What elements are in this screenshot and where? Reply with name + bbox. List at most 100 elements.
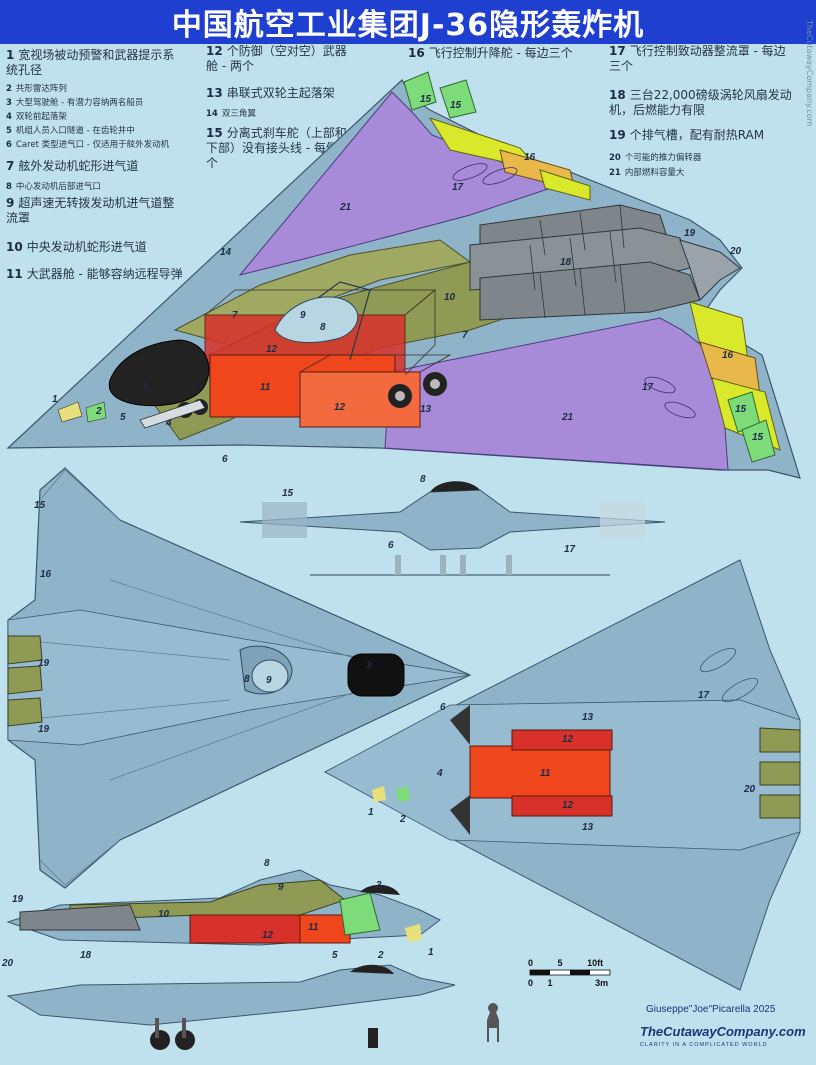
legend-text: 超声速无转拨发动机进气道整流罩 [6, 196, 175, 225]
legend-number: 13 [206, 86, 223, 100]
callout-14: 14 [220, 247, 232, 258]
callout-12: 12 [562, 800, 574, 811]
callout-3: 3 [142, 380, 148, 391]
callout-10: 10 [158, 909, 170, 920]
legend-number: 16 [408, 46, 425, 60]
callout-21: 21 [561, 412, 574, 423]
airframe-side-lower [6, 964, 456, 1026]
callout-9: 9 [266, 675, 272, 686]
legend-number: 5 [6, 126, 12, 136]
callout-15: 15 [282, 488, 294, 499]
bay-side [189, 914, 301, 944]
callout-21: 21 [339, 202, 352, 213]
callout-11: 11 [260, 382, 271, 393]
callout-1: 1 [52, 394, 58, 405]
legend-text: 个防御（空对空）武器舱 - 两个 [206, 44, 347, 73]
legend-text: 大型驾驶舱 - 有潜力容纳两名船员 [15, 98, 144, 108]
callout-6: 6 [388, 540, 394, 551]
engine-side [19, 904, 141, 931]
callout-4: 4 [436, 768, 443, 779]
legend-number: 3 [6, 98, 12, 108]
scale-tick-bottom-0: 0 [528, 978, 534, 988]
callout-19: 19 [38, 658, 50, 669]
side-view-lower [6, 964, 499, 1050]
legend-text: 双轮前起落架 [15, 112, 67, 122]
callout-6: 6 [440, 702, 446, 713]
callout-4: 4 [165, 418, 172, 429]
callout-8: 8 [244, 674, 250, 685]
brand-logo: TheCutawayCompany.com [640, 1024, 806, 1039]
artist-credit: Giuseppe"Joe"Picarella 2025 [646, 1004, 776, 1015]
callout-15: 15 [450, 100, 462, 111]
legend-text: 飞行控制致动器整流罩 - 每边三个 [609, 44, 786, 73]
callout-2: 2 [95, 406, 102, 417]
callout-1: 1 [428, 947, 434, 958]
callout-20: 20 [729, 246, 742, 257]
callout-17: 17 [642, 382, 654, 393]
side-bay-bottom-a [511, 729, 613, 751]
callout-8: 8 [320, 322, 326, 333]
human-scale-figure [487, 1012, 499, 1042]
callout-16: 16 [722, 350, 734, 361]
callout-6: 6 [222, 454, 228, 465]
legend-number: 19 [609, 128, 626, 142]
cockpit-canopy [108, 339, 210, 407]
legend-text: 个可能的推力偏转器 [624, 153, 702, 163]
main-bay-bottom [469, 745, 611, 799]
legend-text: 共形雷达阵列 [15, 84, 67, 94]
brand-tagline: CLARITY IN A COMPLICATED WORLD [640, 1042, 768, 1048]
callout-7: 7 [232, 310, 238, 321]
legend-number: 7 [6, 159, 15, 173]
rudder-lower-b [741, 419, 776, 463]
callout-18: 18 [560, 257, 572, 268]
legend-text: 中央发动机蛇形进气道 [26, 240, 147, 254]
airframe-front [239, 489, 666, 551]
front-view [239, 481, 666, 576]
legend-text: 宽视场被动预警和武器提示系统孔径 [6, 48, 175, 77]
callout-17: 17 [452, 182, 464, 193]
side-url: TheCutawayCompany.com [805, 20, 814, 127]
legend-text: 飞行控制升降舵 - 每边三个 [428, 46, 573, 60]
legend-text: 内部燃料容量大 [624, 168, 685, 178]
legend-text: 大武器舱 - 能够容纳远程导弹 [26, 267, 183, 281]
callout-15: 15 [420, 94, 432, 105]
callout-3: 3 [376, 880, 382, 891]
callout-15: 15 [735, 404, 747, 415]
callout-2: 2 [377, 950, 384, 961]
legend-text: 分离式刹车舵（上部和下部）没有接头线 - 每侧两个 [206, 126, 350, 170]
callout-15: 15 [34, 500, 46, 511]
scale-tick-bottom-2: 3m [595, 978, 609, 988]
callout-16: 16 [524, 152, 536, 163]
legend-text: 三台22,000磅级涡轮风扇发动机，后燃能力有限 [609, 88, 792, 117]
legend-text: Caret 类型进气口 - 仅适用于舷外发动机 [15, 140, 170, 150]
callout-19: 19 [684, 228, 696, 239]
callout-3: 3 [366, 660, 372, 671]
legend-text: 双三角翼 [221, 109, 256, 119]
callout-16: 16 [40, 569, 52, 580]
landing-gear [139, 372, 447, 429]
callout-12: 12 [562, 734, 574, 745]
center-intake-fairing [274, 296, 359, 343]
callout-12: 12 [334, 402, 346, 413]
legend-number: 21 [609, 168, 621, 178]
callout-17: 17 [564, 544, 576, 555]
scale-tick-top-2: 10ft [587, 958, 604, 968]
callout-8: 8 [420, 474, 426, 485]
legend-number: 14 [206, 109, 218, 119]
